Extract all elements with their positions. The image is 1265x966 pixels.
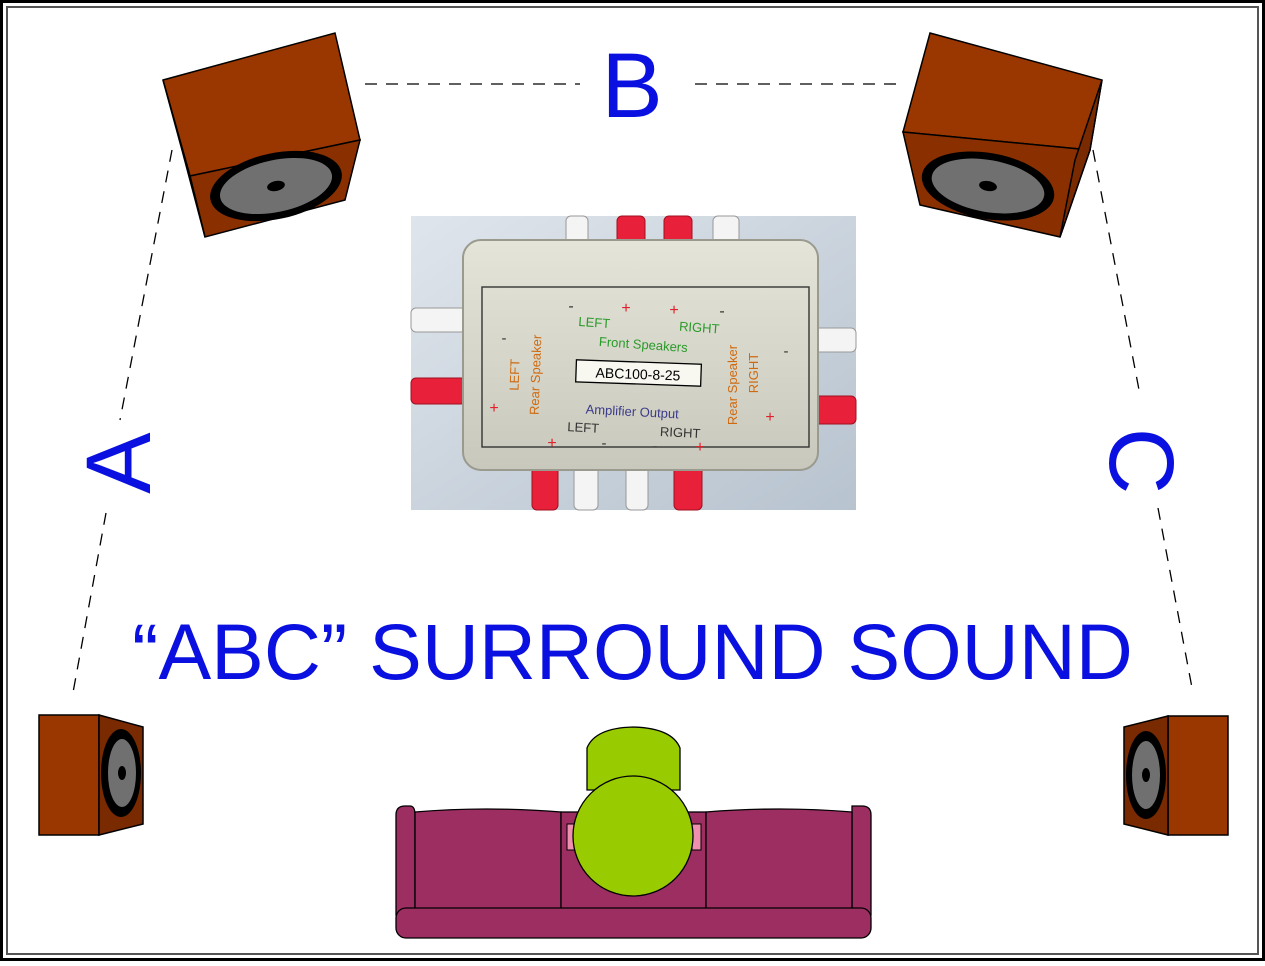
left-cable-red	[410, 377, 467, 405]
line-a-top	[119, 149, 173, 421]
front-caption: Front Speakers	[598, 334, 688, 355]
amp-right-minus: -	[653, 438, 658, 455]
rear-left-plus: +	[489, 400, 498, 417]
line-c-top	[1092, 149, 1141, 396]
rear-left-side-label: LEFT	[506, 359, 522, 391]
front-right-speaker	[902, 32, 1103, 238]
amp-right-plus: +	[695, 439, 704, 456]
front-right-label: RIGHT	[679, 319, 720, 337]
label-a: A	[68, 432, 170, 494]
amp-left-plus: +	[547, 435, 556, 452]
device-box	[462, 239, 819, 471]
line-c-bottom	[1157, 507, 1194, 694]
rear-right-minus: -	[784, 343, 789, 360]
listener	[566, 726, 702, 897]
front-right-minus: -	[719, 303, 724, 320]
inner-border	[6, 6, 1259, 955]
distance-lines	[71, 83, 1194, 699]
diagram-title: “ABC” SURROUND SOUND	[132, 607, 1133, 696]
amp-left-minus: -	[602, 435, 607, 452]
device-photo: - + + - LEFT RIGHT Front Speakers ABC100…	[410, 215, 857, 511]
amp-caption: Amplifier Output	[585, 402, 679, 422]
model-text: ABC100-8-25	[595, 365, 681, 384]
line-a-bottom	[71, 512, 107, 699]
front-left-plus: +	[621, 300, 630, 317]
amp-left-label: LEFT	[567, 419, 600, 436]
front-left-minus: -	[568, 298, 573, 315]
rear-left-caption: Rear Speaker	[527, 334, 545, 415]
rear-right-caption: Rear Speaker	[725, 344, 740, 425]
rear-right-side-label: RIGHT	[746, 353, 761, 394]
rear-left-minus: -	[502, 330, 507, 347]
rear-right-speaker	[1123, 715, 1229, 836]
listener-head	[572, 775, 694, 897]
rear-left-speaker	[38, 714, 144, 836]
amp-right-label: RIGHT	[660, 424, 701, 441]
device-panel	[481, 286, 810, 448]
front-right-plus: +	[669, 302, 678, 319]
bottom-cables	[531, 461, 703, 511]
left-cable-white	[410, 307, 467, 333]
model-label: ABC100-8-25	[575, 359, 703, 387]
rear-right-plus: +	[765, 409, 774, 426]
front-left-label: LEFT	[578, 314, 611, 331]
label-c: C	[1090, 428, 1192, 494]
front-left-speaker	[162, 32, 362, 238]
label-b: B	[601, 35, 662, 137]
